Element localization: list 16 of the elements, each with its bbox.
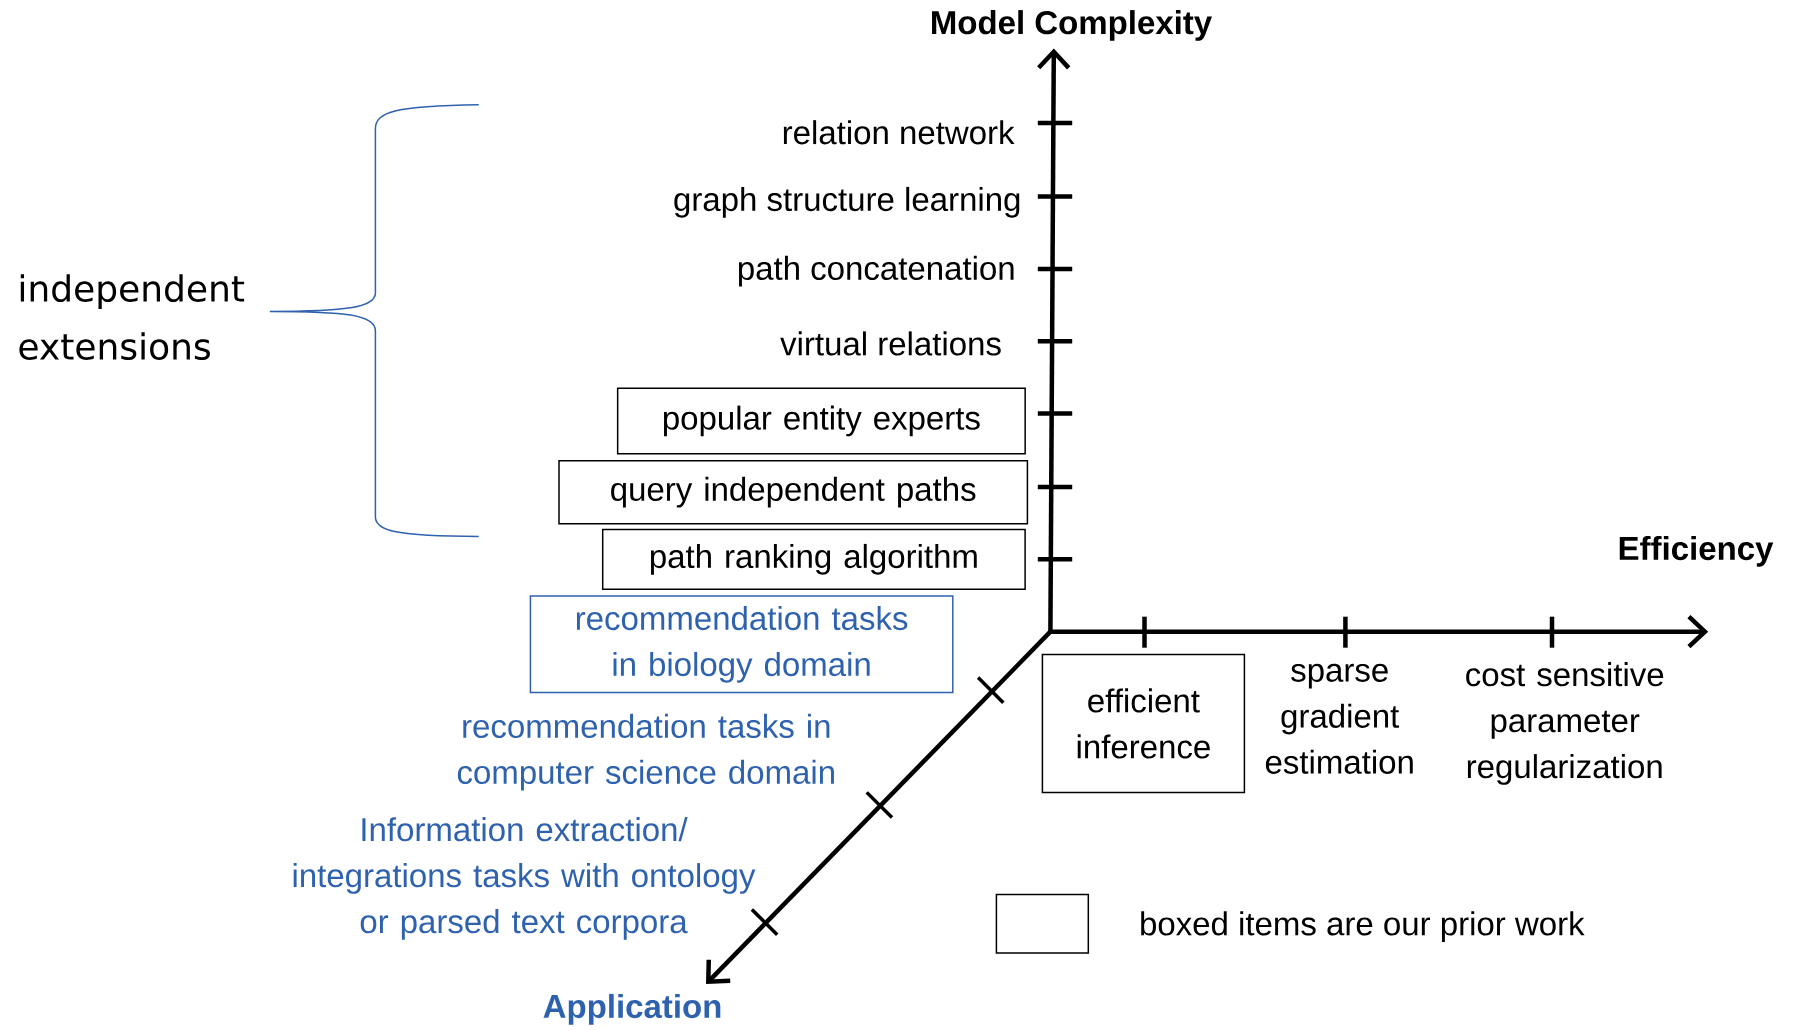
boxed-item: popular entity experts (616, 387, 1026, 455)
item-label: Information extraction/ integrations tasks with ontology or parsed text corpora (293, 817, 756, 940)
boxed-item: query independent paths (558, 459, 1029, 525)
item-label: relation network (783, 120, 1015, 145)
axis-title: Efficiency (1619, 535, 1774, 567)
boxed-item: recommendation tasks in biology domain (529, 595, 954, 694)
item-label: independent extensions (19, 274, 245, 360)
item-label: virtual relations (780, 331, 1001, 356)
boxed-item: path ranking algorithm (601, 528, 1026, 590)
item-label: graph structure learning (674, 186, 1020, 218)
legend-text: boxed items are our prior work (1141, 911, 1585, 943)
axis-title: Application (543, 993, 721, 1025)
item-label: path concatenation (738, 255, 1014, 287)
item-label: cost sensitive parameter regularization (1466, 662, 1664, 785)
boxed-item: efficient inference (1041, 653, 1246, 794)
axis-title: Model Complexity (932, 10, 1212, 41)
